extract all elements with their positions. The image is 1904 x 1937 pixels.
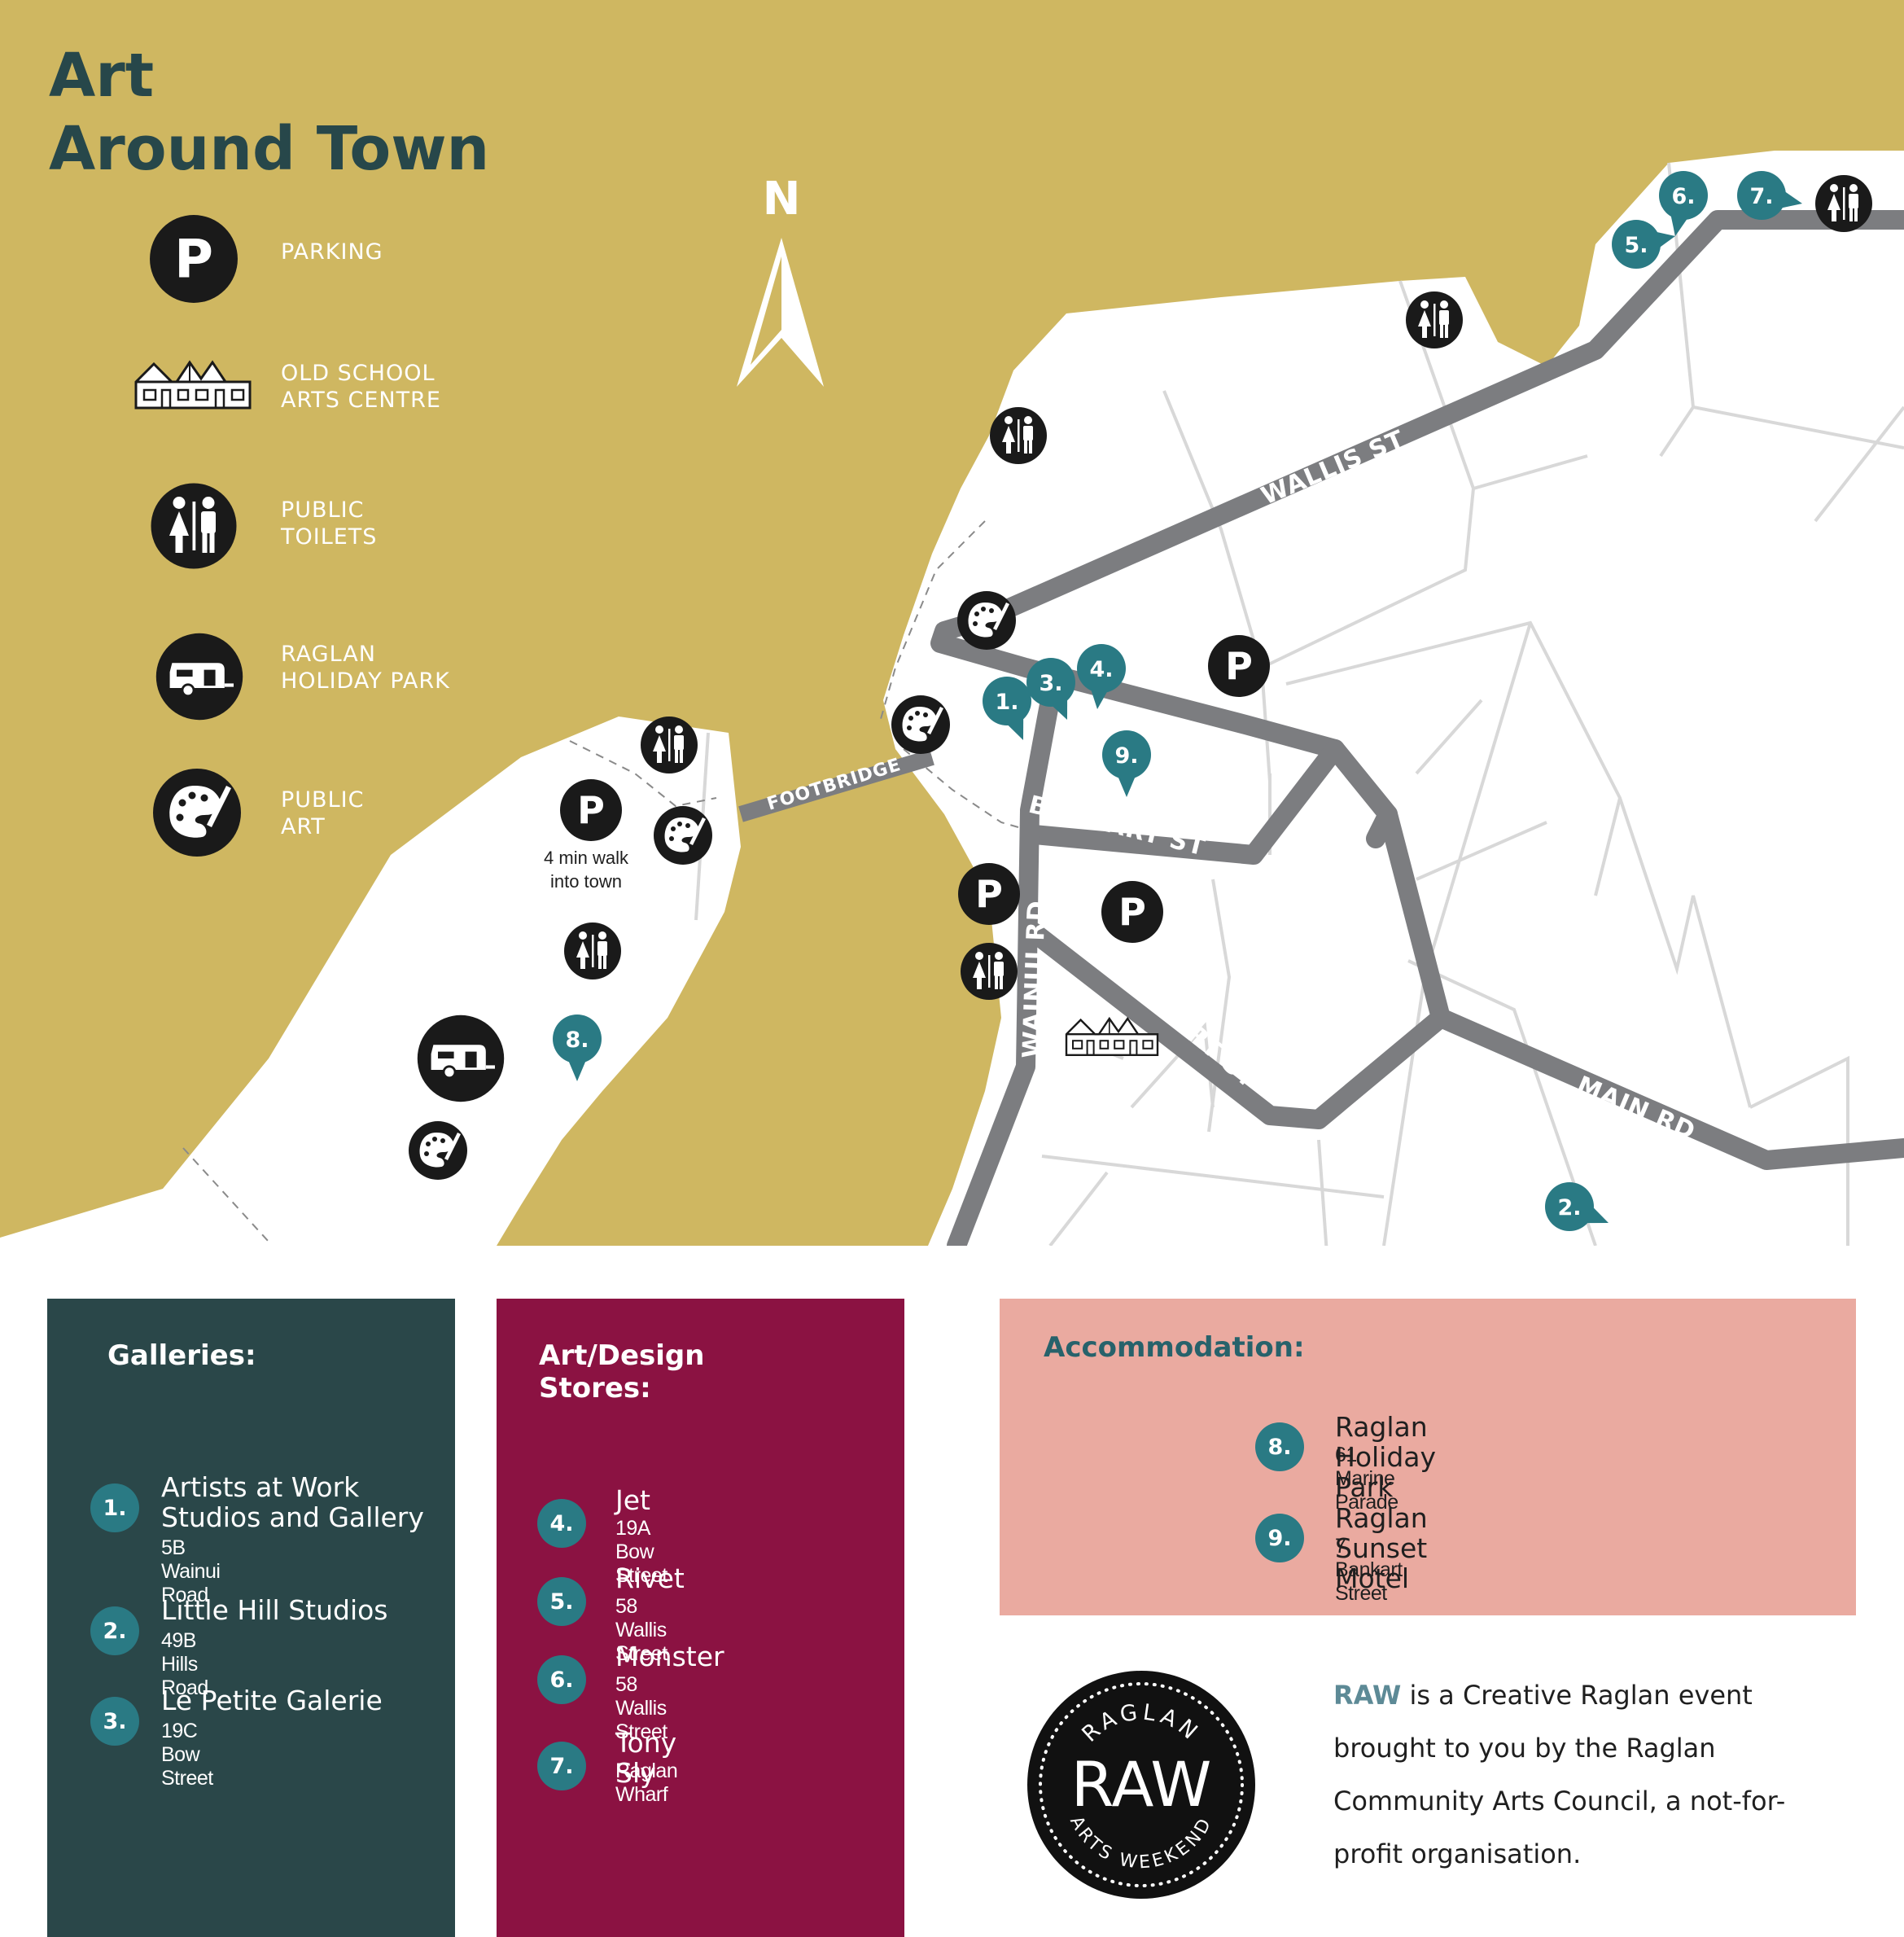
map-marker-2: 2.: [1545, 1182, 1609, 1231]
accommodation-name: Raglan Sunset Motel: [1335, 1502, 1428, 1594]
compass-north-label: N: [763, 173, 801, 226]
accommodation-title: Accommodation:: [1044, 1331, 1305, 1364]
store-address: 58 Wallis Street: [615, 1673, 667, 1743]
store-name: Tony Sly: [615, 1727, 677, 1789]
accommodation-address: 7 Bankart Street: [1335, 1535, 1403, 1605]
marker-badge: 7.: [537, 1742, 586, 1790]
map-marker-6: 6.: [1659, 171, 1708, 236]
map-marker-3: 3.: [1026, 658, 1075, 720]
caravan-icon: [416, 1014, 506, 1103]
gallery-address: 49B Hills Road: [161, 1629, 208, 1699]
walk-note-line1: 4 min walk: [544, 848, 629, 868]
compass-icon: N: [737, 173, 824, 387]
toilets-icon: [1406, 291, 1463, 348]
marker-badge: 3.: [90, 1697, 139, 1746]
gallery-address: 19C Bow Street: [161, 1720, 213, 1790]
walk-note-line2: into town: [550, 871, 622, 892]
map-marker-7: 7.: [1737, 171, 1802, 220]
marker-layer: 1. 2. 3. 4. 5. 6. 7. 8. 9.: [553, 171, 1802, 1231]
map-marker-9: 9.: [1102, 730, 1151, 797]
page-title: Art Around Town: [49, 41, 490, 184]
legend-school-label: OLD SCHOOL ARTS CENTRE: [281, 361, 441, 413]
map-marker-label: 3.: [1039, 671, 1062, 696]
legend-palette-icon: [153, 769, 241, 857]
map-marker-label: 1.: [995, 690, 1018, 715]
marker-badge: 6.: [537, 1655, 586, 1704]
map-marker-label: 6.: [1671, 184, 1695, 209]
map-marker-5: 5.: [1612, 220, 1675, 269]
map-marker-8: 8.: [553, 1015, 602, 1081]
walkway-paths: [182, 520, 1031, 1242]
marker-badge: 5.: [537, 1577, 586, 1626]
gallery-name: Artists at Work Studios and Gallery: [161, 1471, 424, 1533]
toilets-icon: [990, 407, 1047, 464]
town-land: [883, 151, 1904, 1246]
gallery-name: Le Petite Galerie: [161, 1685, 383, 1716]
raw-logo-main-text: RAW: [1071, 1748, 1212, 1821]
toilets-icon: [564, 922, 621, 979]
legend-toilets-label: PUBLIC TOILETS: [281, 497, 378, 550]
map-marker-label: 2.: [1557, 1195, 1581, 1220]
map-marker-label: 8.: [565, 1028, 589, 1053]
marker-badge: 8.: [1255, 1422, 1304, 1471]
street-label-wainui: WAINUI RD: [1018, 900, 1052, 1058]
gallery-name: Little Hill Studios: [161, 1594, 388, 1626]
accommodation-name: Raglan Holiday Park: [1335, 1411, 1437, 1503]
gallery-address: 5B Wainui Road: [161, 1536, 221, 1606]
map-marker-1: 1.: [983, 677, 1031, 740]
raw-logo: RAGLAN RAW ARTS WEEKEND: [1027, 1671, 1255, 1899]
toilets-icon: [1815, 175, 1872, 232]
palette-icon: [891, 695, 950, 754]
store-address: 19A Bow Street: [615, 1517, 667, 1587]
parking-icon: [1101, 881, 1163, 943]
legend-holiday-label: RAGLAN HOLIDAY PARK: [281, 642, 450, 694]
raw-description-text: is a Creative Raglan event brought to yo…: [1333, 1680, 1786, 1869]
marker-badge: 1.: [90, 1483, 139, 1532]
marker-badge: 9.: [1255, 1514, 1304, 1562]
raw-description: RAW is a Creative Raglan event brought t…: [1333, 1669, 1830, 1881]
palette-icon: [409, 1121, 467, 1180]
stores-title: Art/Design Stores:: [539, 1339, 705, 1405]
accommodation-address: 61 Marine Parade: [1335, 1444, 1398, 1514]
galleries-title: Galleries:: [107, 1339, 256, 1372]
legend-toilets-icon: [151, 483, 237, 569]
parking-icon: [958, 863, 1020, 925]
legend-caravan-icon: [155, 632, 244, 721]
palette-icon: [654, 806, 712, 865]
legend-parking-icon: [150, 215, 238, 303]
store-address: Raglan Wharf: [615, 1760, 678, 1806]
store-name: Jet: [615, 1484, 650, 1516]
map-marker-4: 4.: [1077, 644, 1126, 709]
legend-parking-label: PARKING: [281, 239, 383, 265]
stores-panel: Art/Design Stores: 4. Jet 19A Bow Street…: [497, 1299, 904, 1937]
store-name: Monster: [615, 1641, 724, 1672]
store-address: 58 Wallis Street: [615, 1595, 667, 1665]
legend-art-label: PUBLIC ART: [281, 787, 365, 839]
toilets-icon: [641, 717, 698, 773]
map-marker-label: 4.: [1089, 657, 1113, 682]
town-map: P: [0, 0, 1904, 1246]
peninsula-land: [0, 717, 741, 1246]
raw-brand: RAW: [1333, 1680, 1402, 1711]
marker-badge: 4.: [537, 1499, 586, 1548]
galleries-panel: Galleries: 1. Artists at Work Studios an…: [47, 1299, 455, 1937]
parking-icon: [1208, 635, 1270, 697]
accommodation-panel: Accommodation: 8. Raglan Holiday Park 61…: [1000, 1299, 1856, 1615]
main-roads: [930, 210, 1904, 1246]
toilets-icon: [961, 943, 1018, 1000]
marker-badge: 2.: [90, 1606, 139, 1655]
map-marker-label: 5.: [1624, 233, 1648, 258]
palette-icon: [957, 591, 1016, 650]
store-name: Rivet: [615, 1562, 685, 1594]
map-marker-label: 9.: [1114, 743, 1138, 769]
map-marker-label: 7.: [1749, 184, 1773, 209]
parking-icon: [560, 779, 622, 841]
footbridge: [738, 749, 934, 822]
